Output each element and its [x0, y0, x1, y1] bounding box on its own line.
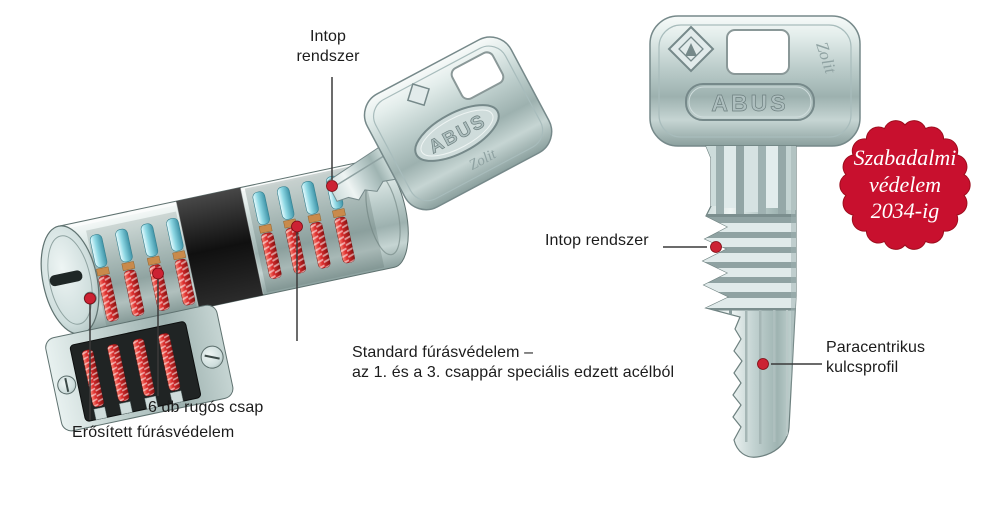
bitting-stripe	[703, 262, 796, 268]
label-reinforced-protection: Erősített fúrásvédelem	[72, 424, 235, 441]
blade-lamella	[706, 146, 716, 206]
inserted-key-blade-groove	[330, 155, 384, 190]
bitting-stripe	[703, 268, 796, 277]
inserted-key-hole	[450, 51, 505, 101]
blade-edge-shade	[791, 146, 796, 436]
key-blade-detail	[703, 146, 796, 444]
blade-lamella	[736, 146, 744, 216]
blade-lamella	[724, 146, 736, 208]
keyway-slot	[49, 270, 83, 287]
label-standard-protection-line2: az 1. és a 3. csappár speciális edzett a…	[352, 363, 675, 381]
housing-screw-slot	[204, 354, 220, 360]
bitting-stripe	[703, 292, 796, 298]
front-face-inner-ring	[47, 235, 93, 325]
cutaway-edge-left	[175, 202, 200, 308]
bitting-stripe	[703, 277, 796, 283]
abus-oval-plate	[414, 104, 500, 162]
marker-dot-intop-cylinder	[326, 180, 338, 192]
blade-groove	[759, 310, 762, 444]
abus-oval-inner	[420, 109, 494, 157]
key-hole	[726, 29, 790, 75]
blade-divider	[703, 308, 796, 311]
badge-line2: védelem	[868, 171, 942, 197]
bitting-stripe	[703, 298, 796, 308]
bitting-stripe	[703, 247, 796, 253]
bitting-stripe	[703, 232, 796, 238]
front-screw-slot	[64, 377, 70, 393]
label-intop-cylinder-line1: Intop	[309, 28, 347, 45]
label-paracentric-profile-line2: kulcsprofil	[826, 358, 899, 376]
label-intop-cylinder: Intop rendszer	[262, 27, 394, 66]
badge-line1: Szabadalmi	[853, 144, 957, 170]
label-standard-protection: Standard fúrásvédelem – az 1. és a 3. cs…	[352, 343, 674, 382]
brand-text-key: ABUS	[711, 90, 788, 116]
bitting-stripe	[703, 238, 796, 247]
blade-lamella	[778, 146, 786, 214]
key-head-inner-line	[658, 24, 852, 138]
blade-lamella	[766, 146, 778, 208]
bitting-stripe	[703, 283, 796, 292]
label-paracentric-profile-line1: Paracentrikus	[826, 339, 926, 356]
bitting-stripe	[703, 223, 796, 232]
label-paracentric-profile: Paracentrikus kulcsprofil	[826, 338, 925, 377]
blade-groove	[729, 310, 732, 440]
blade-lamella	[716, 146, 724, 214]
inserted-key: ABUS Zolit	[326, 36, 553, 211]
blade-lamella	[758, 146, 766, 216]
blade-groove	[745, 310, 748, 442]
marker-dot-springs	[152, 267, 164, 280]
blade-divider	[703, 214, 796, 217]
abus-diamond-logo-inner	[678, 36, 704, 62]
label-spring-pins: 6 db rugós csap	[148, 399, 264, 416]
patent-badge-seal	[839, 120, 971, 250]
label-standard-protection-line1: Standard fúrásvédelem –	[352, 344, 534, 361]
marker-dot-profile	[757, 358, 769, 370]
patent-badge: Szabadalmi védelem 2034-ig	[830, 110, 980, 260]
label-intop-cylinder-line2: rendszer	[296, 47, 360, 65]
key-illustration: ABUS Zolit	[649, 15, 861, 458]
cylinder-illustration: ABUS Zolit	[40, 36, 553, 432]
abus-plate-inner	[688, 86, 812, 118]
bitting-stripe	[703, 253, 796, 262]
inserted-key-head-inner-line	[372, 45, 544, 202]
bitting-stripe	[703, 217, 796, 223]
leader-lines	[84, 77, 822, 420]
blade-lamella	[744, 146, 758, 212]
label-intop-key: Intop rendszer	[545, 232, 649, 249]
abus-diamond-logo-small	[406, 83, 430, 107]
cutaway-dark-band	[175, 187, 264, 309]
badge-line3: 2034-ig	[870, 198, 940, 224]
cutaway-edge-right	[240, 188, 264, 295]
marker-dot-reinforced	[84, 292, 96, 305]
marker-dot-intop-key	[710, 241, 722, 253]
marker-dot-standard	[291, 220, 303, 233]
cylinder-body-group	[40, 158, 409, 432]
blade-groove	[773, 310, 776, 442]
abus-diamond-keyhole	[685, 43, 697, 56]
badge-scallop-shape	[839, 120, 971, 250]
blade-groove	[786, 310, 788, 436]
patent-badge-text: Szabadalmi védelem 2034-ig	[830, 110, 980, 260]
abus-plate	[685, 83, 815, 121]
